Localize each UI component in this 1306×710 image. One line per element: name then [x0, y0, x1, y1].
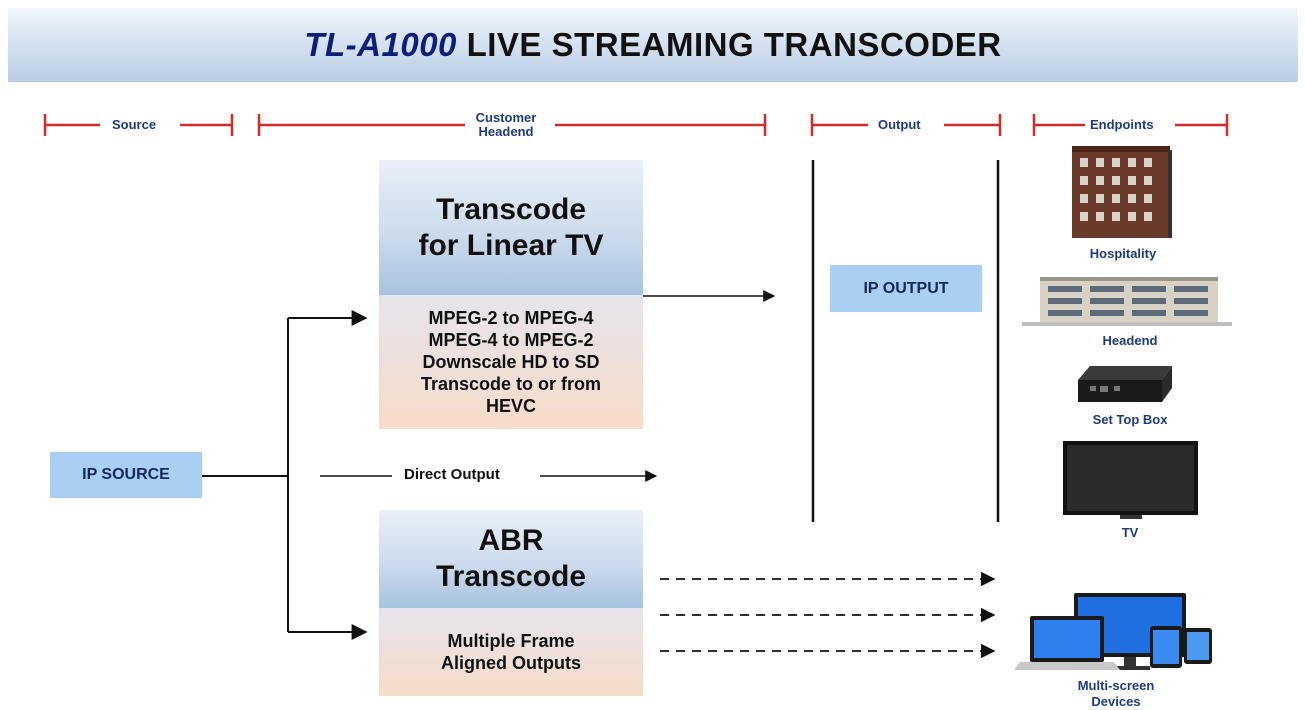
abr-dashed-arrows [660, 571, 996, 659]
tv-label: TV [1121, 525, 1139, 540]
abr-title-line2: Transcode [435, 560, 587, 593]
direct-output-label: Direct Output [398, 466, 506, 483]
linear-line-4: Transcode to or from [420, 374, 602, 394]
abr-transcode-title-box: ABR Transcode [379, 510, 643, 608]
tv-icon [1063, 441, 1198, 519]
title-banner: TL-A1000 LIVE STREAMING TRANSCODER [8, 8, 1298, 82]
hospitality-label: Hospitality [1089, 246, 1157, 261]
multiscreen-devices-icon [1014, 593, 1212, 670]
set-top-box-icon [1078, 366, 1172, 402]
segment-headend-line1: Customer [475, 110, 537, 125]
segment-endpoints-label: Endpoints [1086, 118, 1158, 132]
headend-building-icon [1022, 277, 1232, 326]
linear-transcode-title-box: Transcode for Linear TV [379, 160, 643, 295]
segment-source-label: Source [108, 118, 161, 132]
hospitality-building-icon [1072, 146, 1172, 238]
linear-title-line1: Transcode [435, 192, 587, 226]
abr-line-2: Aligned Outputs [441, 653, 581, 673]
title-rest: LIVE STREAMING TRANSCODER [456, 26, 1002, 63]
abr-title-line1: ABR [478, 524, 544, 557]
diagram-title: TL-A1000 LIVE STREAMING TRANSCODER [304, 26, 1001, 64]
linear-line-2: MPEG-4 to MPEG-2 [428, 330, 594, 350]
abr-transcode-details-box: Multiple Frame Aligned Outputs [379, 608, 643, 696]
linear-title-line2: for Linear TV [418, 228, 604, 262]
linear-line-5: HEVC [485, 396, 536, 416]
ip-source-box: IP SOURCE [50, 452, 202, 498]
linear-transcode-details-box: MPEG-2 to MPEG-4 MPEG-4 to MPEG-2 Downsc… [379, 295, 643, 429]
multiscreen-line2: Devices [1091, 694, 1141, 709]
segment-headend-line2: Headend [478, 124, 534, 139]
segment-headend-label: Customer Headend [466, 111, 546, 139]
segment-output-label: Output [874, 118, 925, 132]
section-brackets [43, 114, 1229, 136]
linear-line-1: MPEG-2 to MPEG-4 [428, 308, 594, 328]
headend-label: Headend [1102, 333, 1158, 348]
multiscreen-line1: Multi-screen [1077, 678, 1155, 693]
ip-output-box: IP OUTPUT [830, 265, 982, 312]
linear-line-3: Downscale HD to SD [422, 352, 600, 372]
multiscreen-label: Multi-screen Devices [1046, 678, 1186, 710]
set-top-box-label: Set Top Box [1092, 412, 1168, 427]
title-model: TL-A1000 [304, 26, 457, 63]
abr-line-1: Multiple Frame [447, 631, 575, 651]
